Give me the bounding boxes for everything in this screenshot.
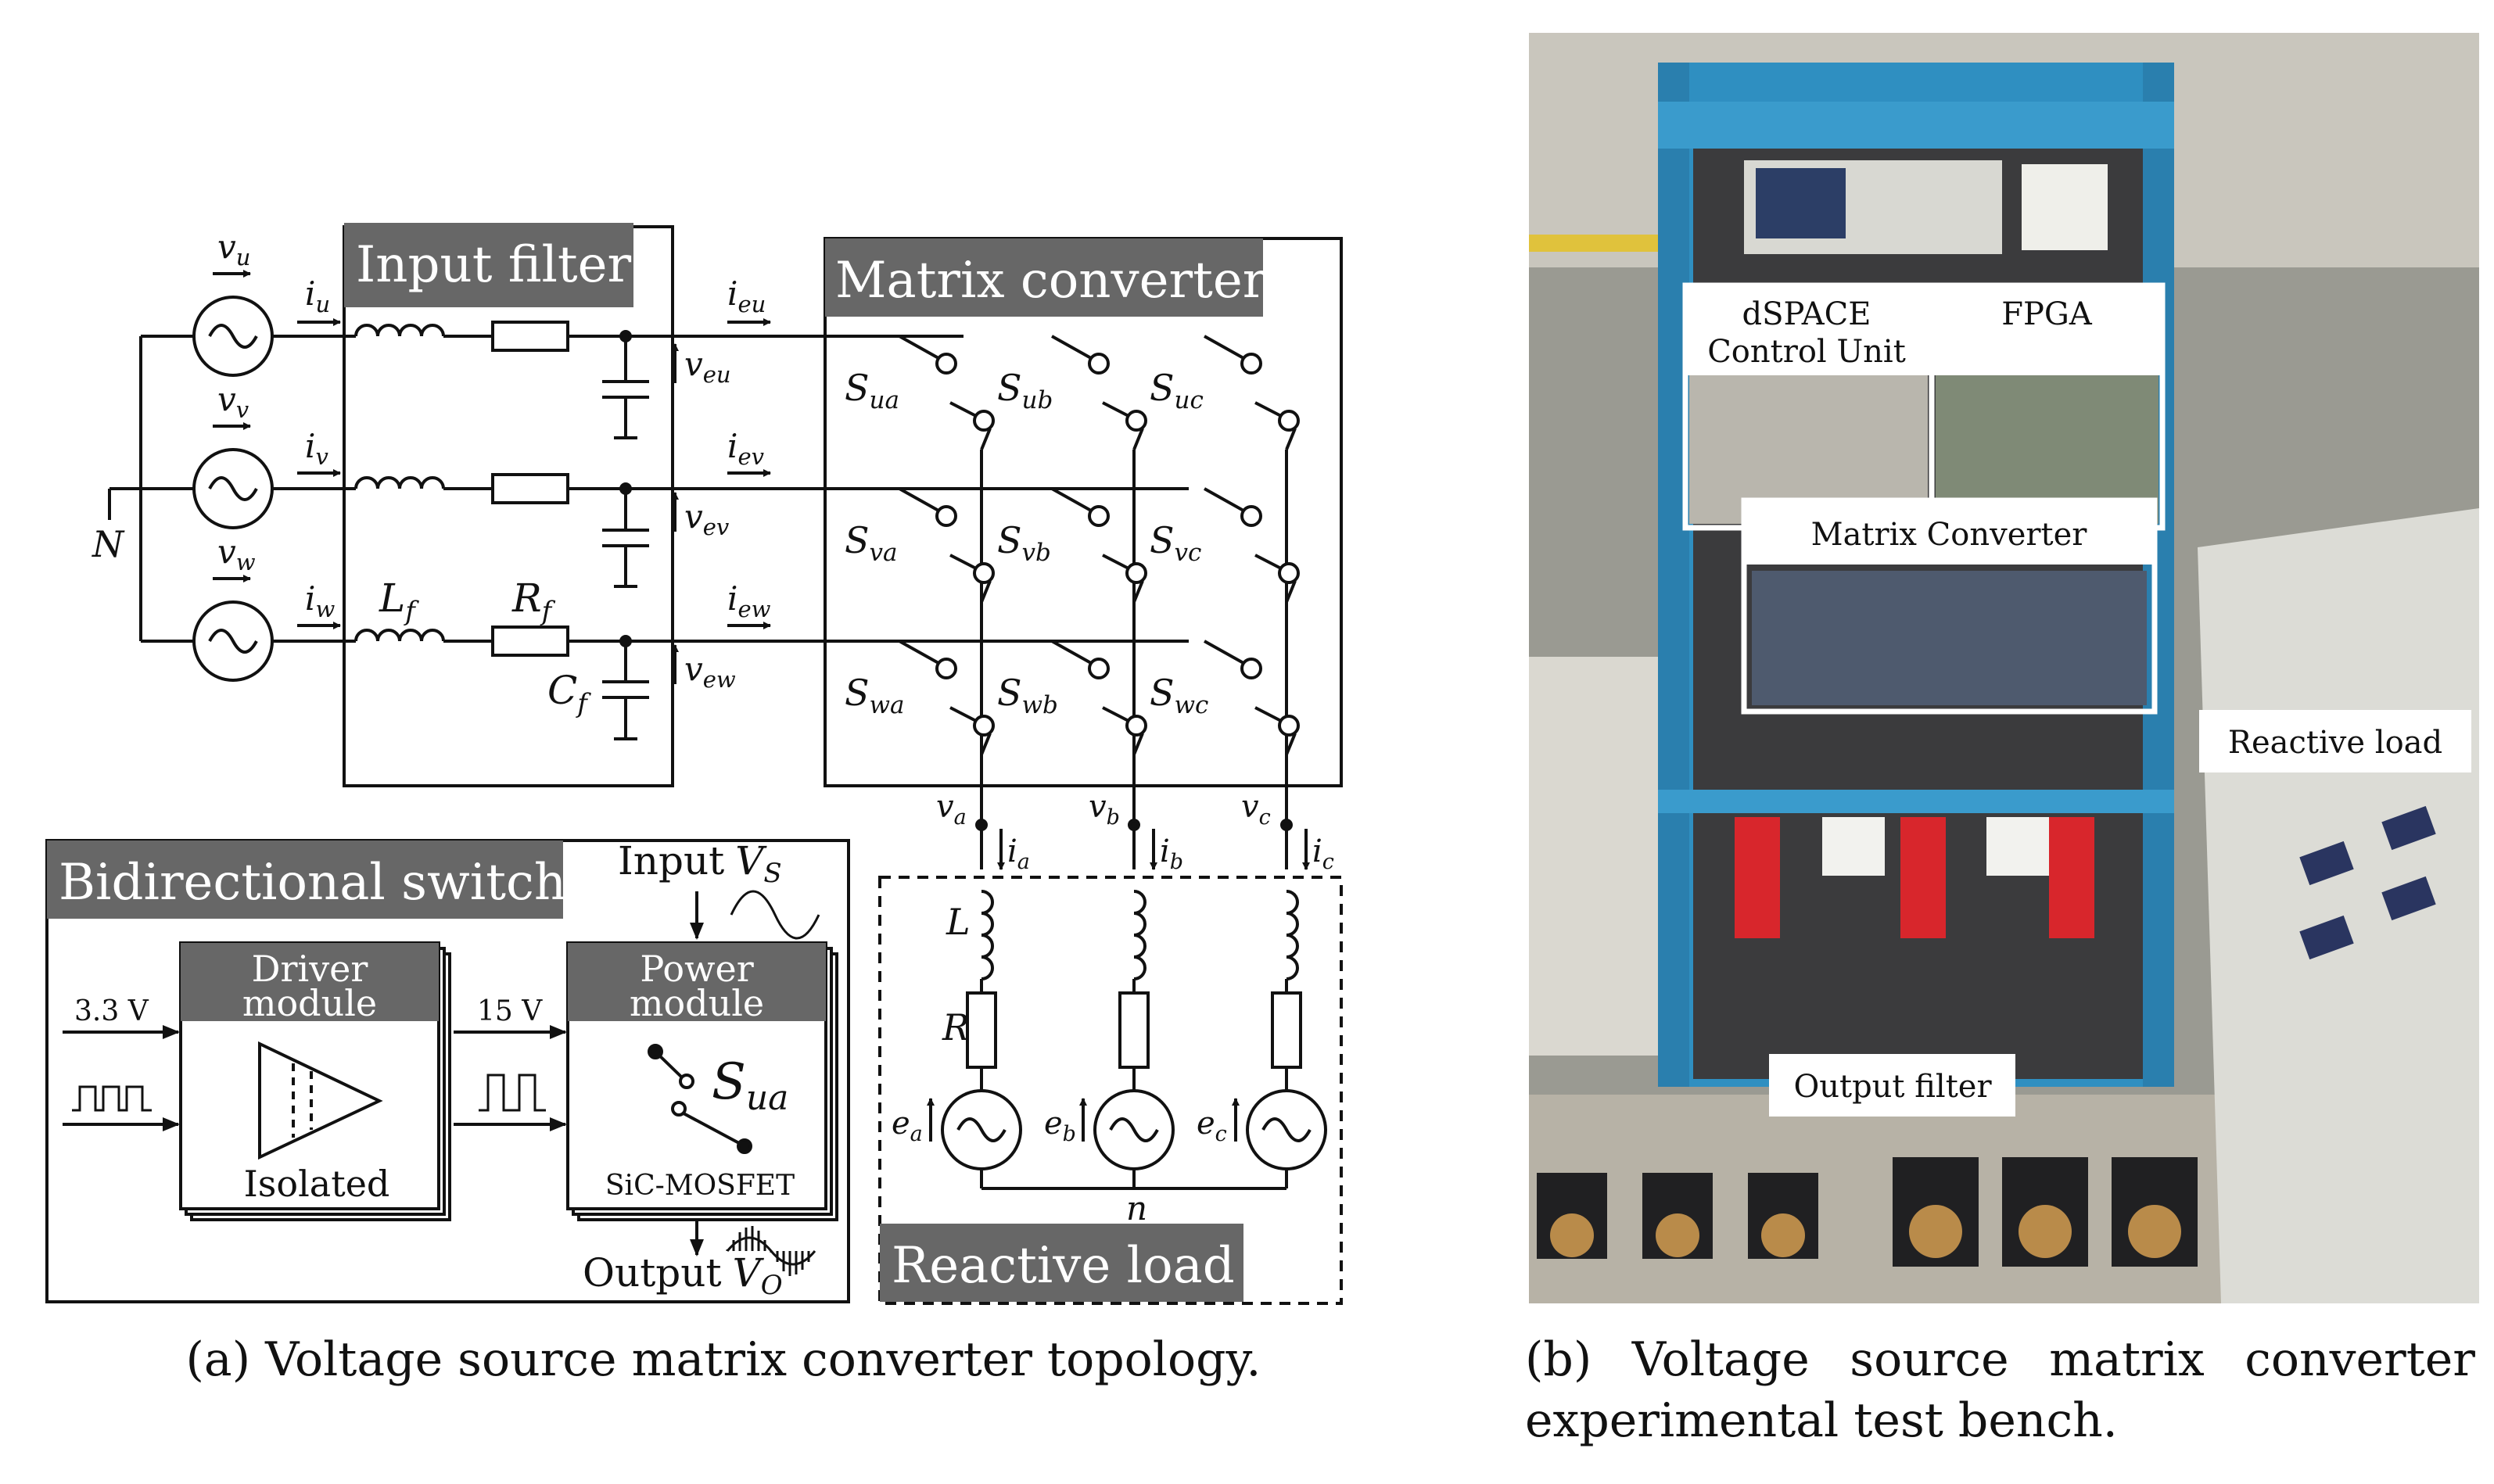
label-filter-voltage: veu bbox=[684, 345, 731, 388]
input-row-u bbox=[141, 296, 964, 439]
label-switch: Sua bbox=[845, 367, 899, 414]
label-output-voltage: vc bbox=[1241, 789, 1271, 830]
label-filter-voltage: vew bbox=[684, 650, 736, 693]
label-isolated: Isolated bbox=[244, 1163, 390, 1205]
label-filter-current: ieu bbox=[727, 274, 766, 317]
label-v-mid: 15 V bbox=[477, 995, 543, 1027]
resistor-rf-u bbox=[491, 321, 569, 352]
caption-b: (b) Voltage source matrix converter expe… bbox=[1525, 1332, 2475, 1448]
label-output-current: ic bbox=[1312, 833, 1334, 874]
load-branch-a bbox=[941, 890, 1022, 1188]
load-branch-c bbox=[1246, 890, 1327, 1188]
reactive-load-box bbox=[878, 876, 1343, 1305]
switch-vc bbox=[1204, 487, 1300, 603]
switch-ub bbox=[1051, 335, 1147, 450]
label-source-voltage: vv bbox=[217, 380, 249, 423]
label-output-current: ib bbox=[1160, 833, 1183, 874]
label-emf: ea bbox=[892, 1106, 923, 1146]
label-switch: Swa bbox=[845, 672, 905, 719]
label-matrix-converter: Matrix converter bbox=[835, 252, 1267, 310]
resistor-rf-w bbox=[491, 626, 569, 657]
label-output-voltage: va bbox=[936, 789, 967, 830]
caption-a: (a) Voltage source matrix converter topo… bbox=[185, 1332, 1261, 1387]
label-filter-voltage: vev bbox=[684, 497, 730, 540]
label-input-current: iv bbox=[305, 427, 328, 470]
label-switch: Svc bbox=[1150, 519, 1201, 567]
label-reactive-load: Reactive load bbox=[892, 1237, 1235, 1295]
label-source-voltage: vw bbox=[217, 532, 256, 575]
label-input-current: iw bbox=[305, 579, 335, 622]
switch-matrix bbox=[899, 335, 1300, 755]
load-branch-b bbox=[1093, 890, 1175, 1188]
label-switch: Swc bbox=[1150, 672, 1208, 719]
label-v-in: 3.3 V bbox=[74, 995, 149, 1027]
photo-label-reactive: Reactive load bbox=[2228, 725, 2442, 761]
label-load-neutral: n bbox=[1126, 1189, 1147, 1228]
label-sic-mosfet: SiC-MOSFET bbox=[605, 1170, 795, 1202]
switch-vb bbox=[1051, 487, 1147, 603]
switch-wa bbox=[899, 640, 995, 755]
label-Rf: Rf bbox=[511, 575, 556, 627]
label-Cf: Cf bbox=[547, 668, 591, 719]
label-switch: Swb bbox=[997, 672, 1058, 719]
label-input-filter: Input filter bbox=[356, 236, 632, 294]
test-bench-photo bbox=[1529, 33, 2479, 1303]
switch-wc bbox=[1204, 640, 1300, 755]
label-filter-current: iew bbox=[727, 579, 771, 622]
label-switch: Sva bbox=[845, 519, 898, 567]
photo-label-output-filter: Output filter bbox=[1793, 1069, 1992, 1105]
label-switch-sua: Sua bbox=[712, 1053, 788, 1118]
label-switch: Suc bbox=[1150, 367, 1204, 414]
label-neutral-N: N bbox=[92, 523, 125, 565]
label-source-voltage: vu bbox=[217, 228, 250, 271]
label-bidirectional-switch: Bidirectional switch bbox=[59, 854, 566, 912]
label-load-R: R bbox=[942, 1006, 970, 1048]
label-switch: Svb bbox=[997, 519, 1051, 567]
label-input-current: iu bbox=[305, 274, 330, 317]
input-filter-box bbox=[343, 225, 674, 787]
label-output-voltage: vb bbox=[1089, 789, 1120, 830]
output-pwm-wave bbox=[726, 1226, 816, 1276]
switch-va bbox=[899, 487, 995, 603]
switch-uc bbox=[1204, 335, 1300, 450]
label-load-L: L bbox=[946, 901, 971, 943]
topology-diagram bbox=[45, 225, 1343, 1305]
label-output-current: ia bbox=[1007, 833, 1030, 874]
switch-wb bbox=[1051, 640, 1147, 755]
photo-label-fpga: FPGA bbox=[2001, 296, 2093, 332]
resistor-rf-v bbox=[491, 473, 569, 504]
label-emf: ec bbox=[1197, 1106, 1227, 1146]
label-switch: Sub bbox=[997, 367, 1053, 414]
gray-label-boxes bbox=[47, 223, 1263, 1302]
photo-label-matrix: Matrix Converter bbox=[1811, 517, 2088, 553]
label-Lf: Lf bbox=[379, 575, 419, 627]
label-filter-current: iev bbox=[727, 427, 765, 470]
label-emf: eb bbox=[1044, 1106, 1076, 1146]
switch-ua bbox=[899, 335, 995, 450]
